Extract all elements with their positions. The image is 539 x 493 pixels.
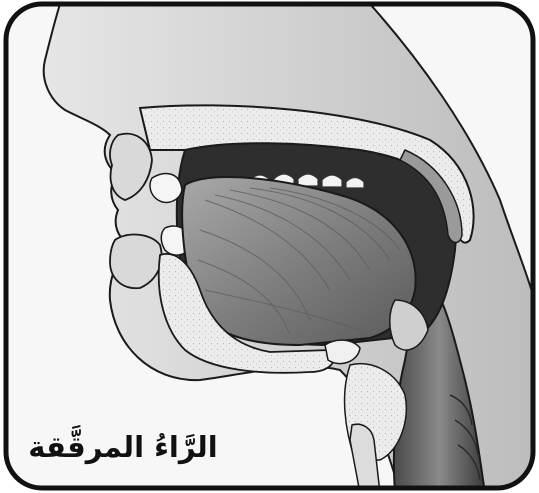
caption-label: الرَّاءُ المرقَّقة xyxy=(28,425,218,469)
upper-incisor xyxy=(150,174,182,203)
